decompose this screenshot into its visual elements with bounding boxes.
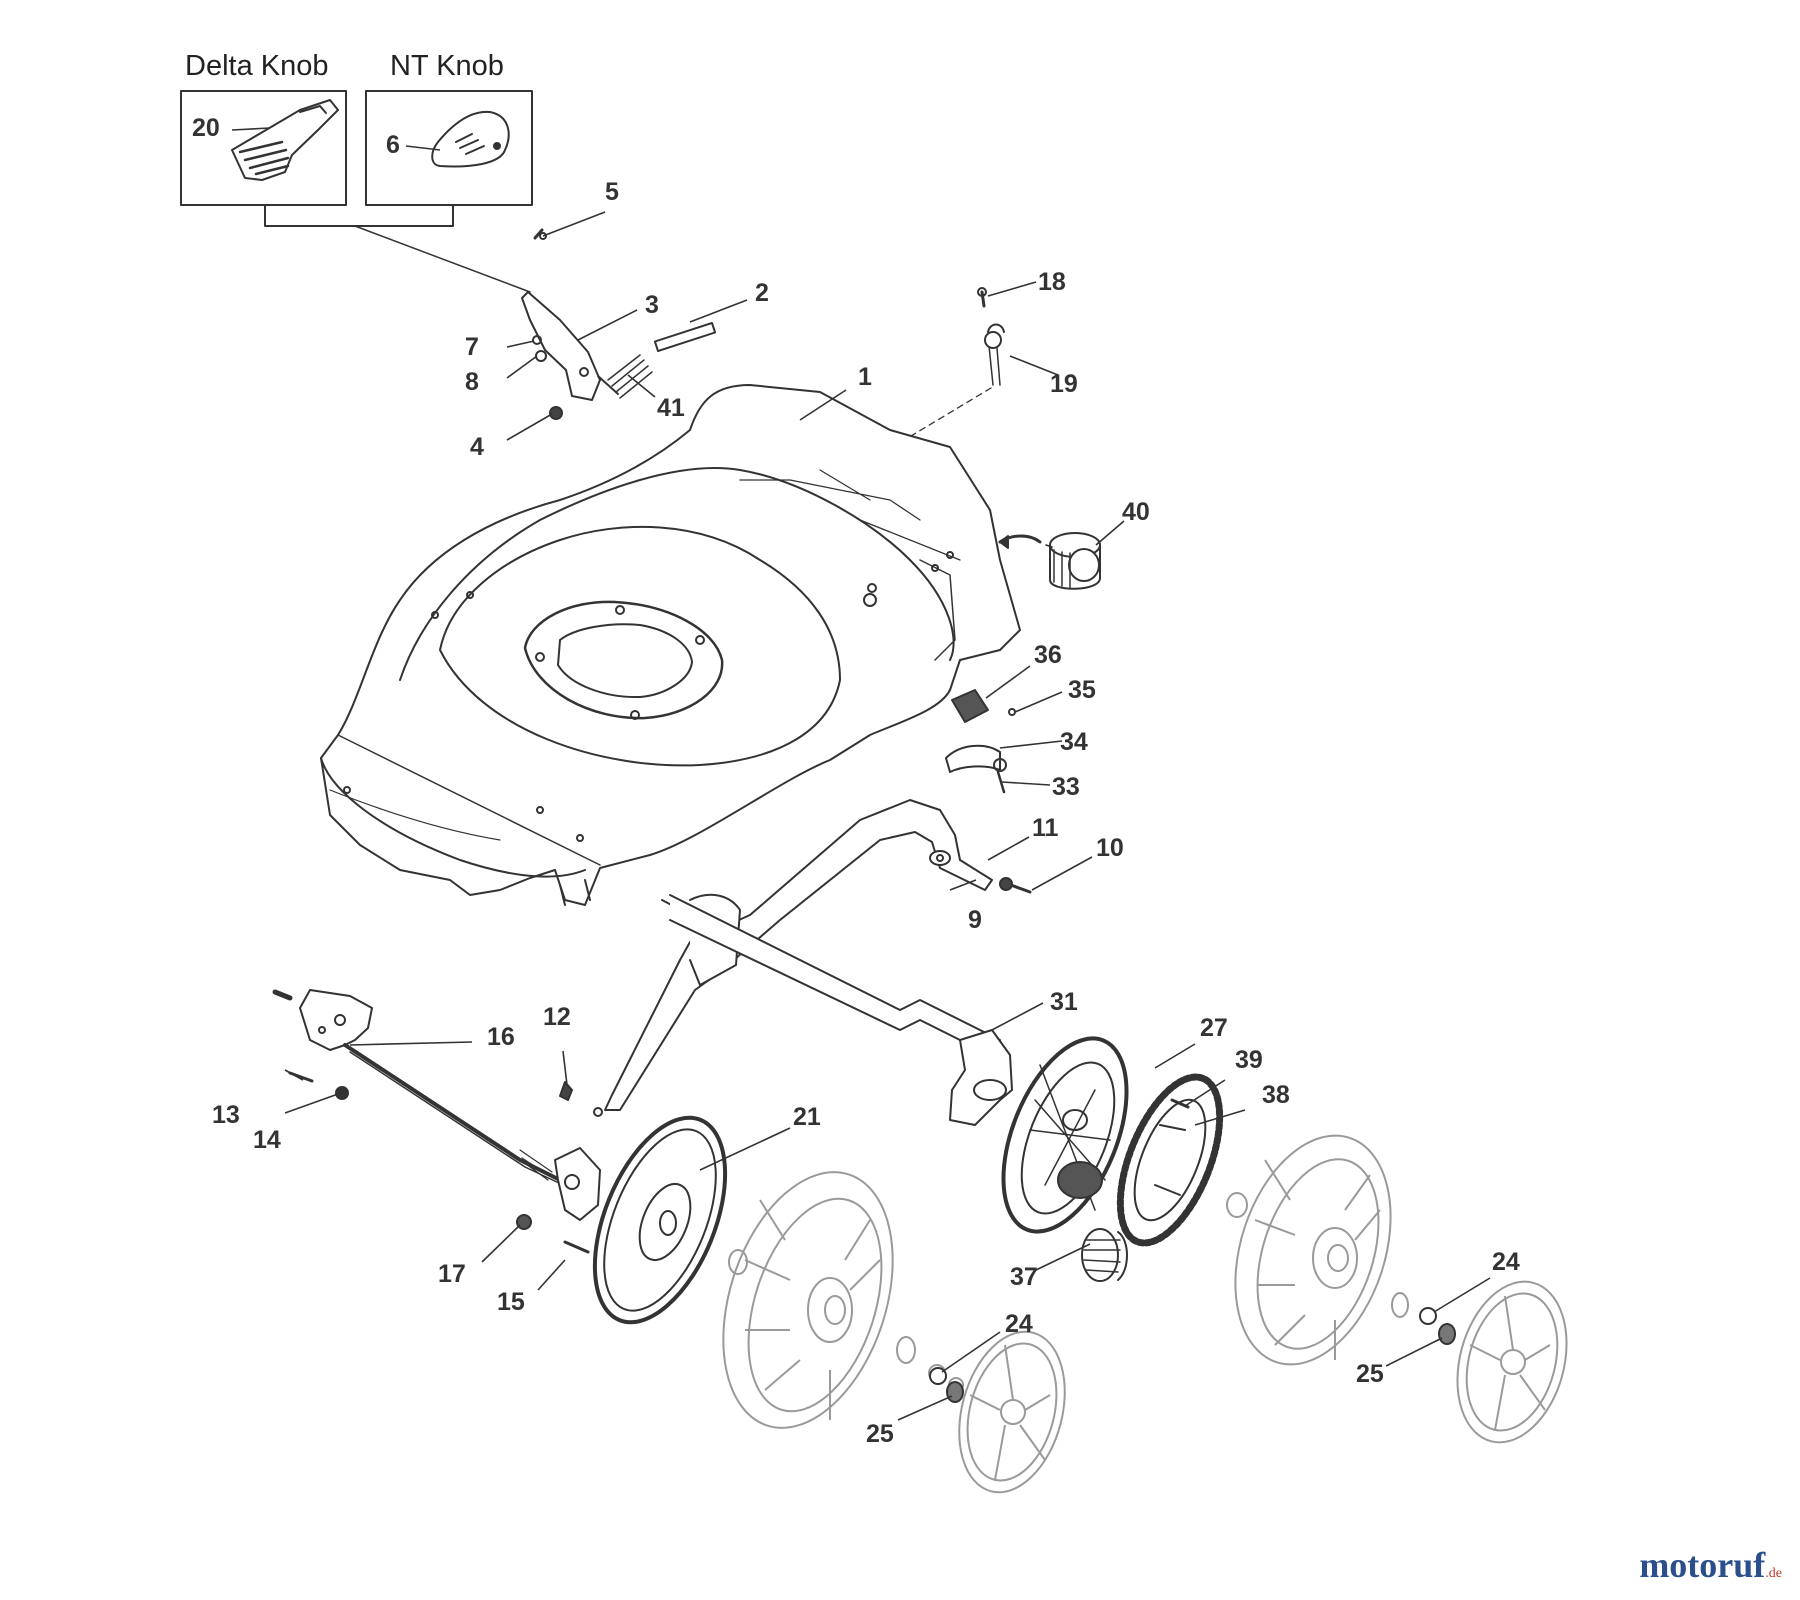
callout-14: 14 bbox=[253, 1126, 281, 1154]
callout-2: 2 bbox=[755, 279, 769, 307]
clamp-parts bbox=[945, 689, 1016, 794]
callout-40: 40 bbox=[1122, 498, 1150, 526]
nt-knob-title: NT Knob bbox=[390, 50, 504, 82]
watermark-tld: .de bbox=[1765, 1566, 1782, 1581]
callout-1: 1 bbox=[858, 363, 872, 391]
callout-8: 8 bbox=[465, 368, 479, 396]
callout-33: 33 bbox=[1052, 773, 1080, 801]
callout-36: 36 bbox=[1034, 641, 1062, 669]
motoruf-watermark: motoruf.de bbox=[1639, 1544, 1782, 1586]
callout-20: 20 bbox=[192, 114, 220, 142]
watermark-name: motoruf bbox=[1639, 1545, 1766, 1585]
delta-knob-title: Delta Knob bbox=[185, 50, 329, 82]
callout-27: 27 bbox=[1200, 1014, 1228, 1042]
rear-axle-frame bbox=[604, 799, 1032, 1126]
rear-hubcap bbox=[1456, 1280, 1568, 1444]
callout-6: 6 bbox=[386, 131, 400, 159]
callout-7: 7 bbox=[465, 333, 479, 361]
callout-16: 16 bbox=[487, 1023, 515, 1051]
callout-18: 18 bbox=[1038, 268, 1066, 296]
callout-4: 4 bbox=[470, 433, 484, 461]
delta-knob-box bbox=[180, 90, 347, 206]
callout-38: 38 bbox=[1262, 1081, 1290, 1109]
front-gear-wheel bbox=[592, 1115, 728, 1325]
callout-41: 41 bbox=[657, 394, 685, 422]
callout-24-front: 24 bbox=[1005, 1310, 1033, 1338]
callout-10: 10 bbox=[1096, 834, 1124, 862]
callout-leader-lines bbox=[231, 127, 1491, 1421]
nt-knob-box bbox=[365, 90, 533, 206]
callout-31: 31 bbox=[1050, 988, 1078, 1016]
callout-19: 19 bbox=[1050, 370, 1078, 398]
callout-9: 9 bbox=[968, 906, 982, 934]
callout-17: 17 bbox=[438, 1260, 466, 1288]
callout-35: 35 bbox=[1068, 676, 1096, 704]
small-pinion bbox=[1081, 1228, 1128, 1282]
callout-3: 3 bbox=[645, 291, 659, 319]
callout-39: 39 bbox=[1235, 1046, 1263, 1074]
callout-21: 21 bbox=[793, 1103, 821, 1131]
callout-25-rear: 25 bbox=[1356, 1360, 1384, 1388]
rear-wheel bbox=[1226, 1134, 1409, 1366]
callout-11: 11 bbox=[1032, 814, 1059, 842]
callout-37: 37 bbox=[1010, 1263, 1038, 1291]
knob-pointer-line bbox=[354, 225, 531, 293]
height-lever-assembly bbox=[521, 228, 717, 420]
rear-gear-plate bbox=[1001, 1036, 1129, 1234]
mower-deck bbox=[320, 384, 1021, 906]
callout-15: 15 bbox=[497, 1288, 525, 1316]
callout-25-front: 25 bbox=[866, 1420, 894, 1448]
callout-12: 12 bbox=[543, 1003, 571, 1031]
nt-knob-part bbox=[431, 110, 510, 168]
knob-boxes-bracket bbox=[264, 204, 454, 227]
front-axle-assembly bbox=[272, 989, 603, 1254]
callout-24-rear: 24 bbox=[1492, 1248, 1520, 1276]
front-hubcap bbox=[958, 1330, 1066, 1494]
callout-34: 34 bbox=[1060, 728, 1088, 756]
callout-13: 13 bbox=[212, 1101, 240, 1129]
delta-knob-part bbox=[231, 99, 339, 181]
callout-5: 5 bbox=[605, 178, 619, 206]
drive-gear-part bbox=[998, 532, 1101, 590]
front-wheel bbox=[722, 1171, 964, 1429]
